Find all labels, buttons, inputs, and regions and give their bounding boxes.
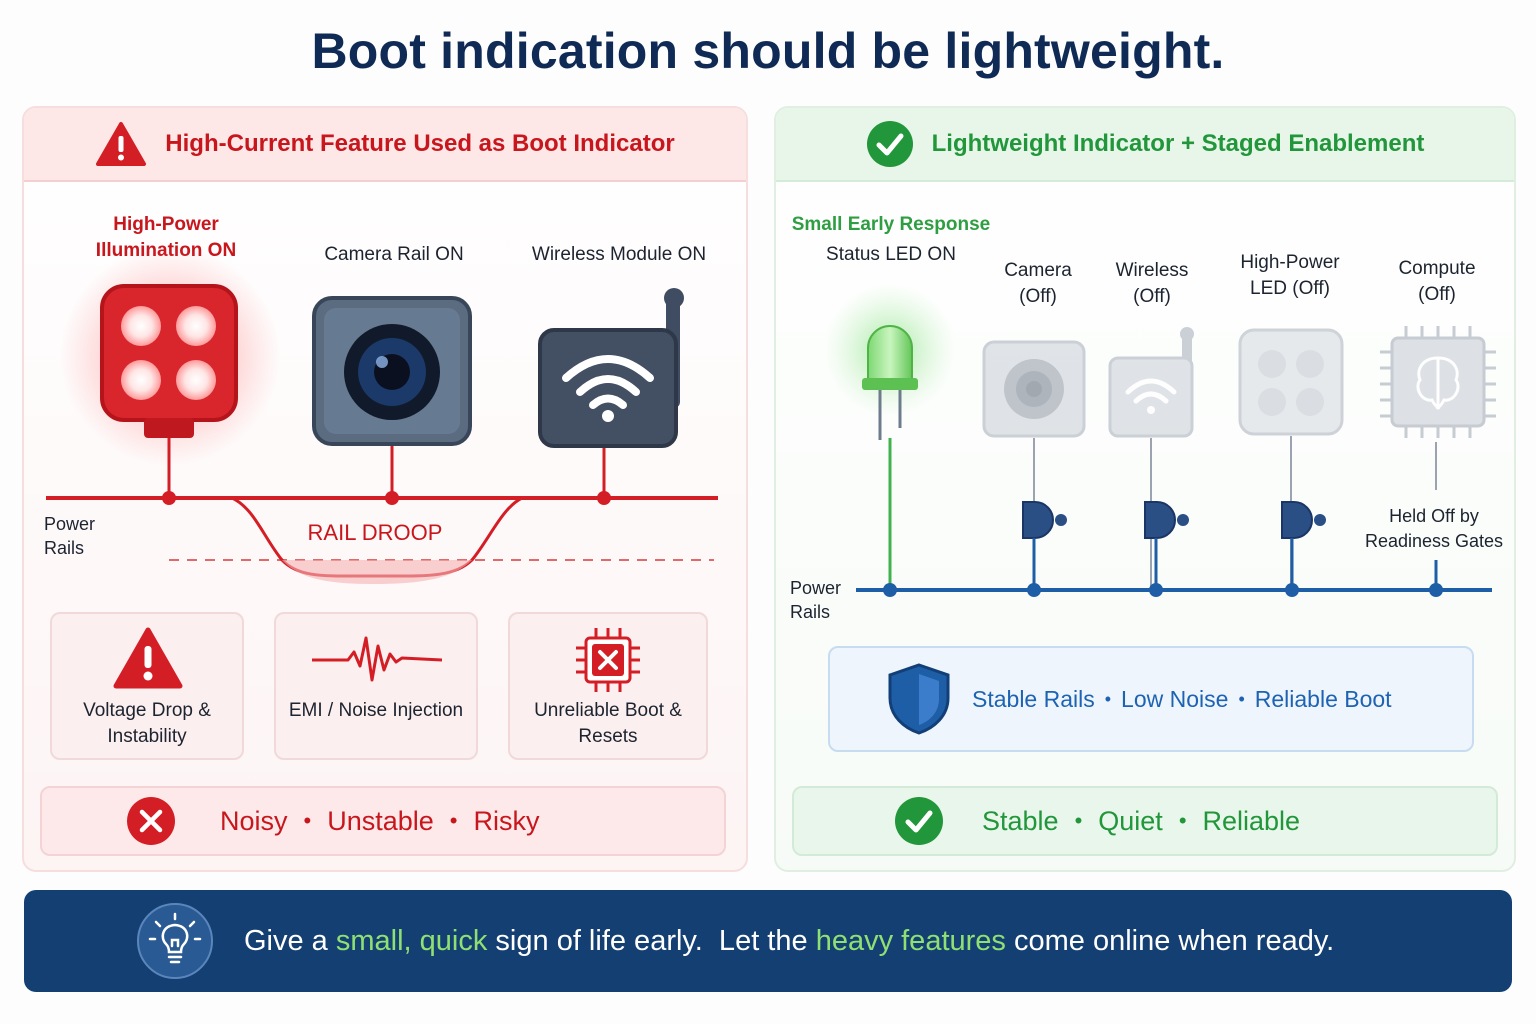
early-response-label: Small Early Response (791, 214, 991, 235)
shield-icon (888, 663, 950, 735)
status-led-label: Status LED ON (826, 244, 956, 265)
readiness-gate-icon (1022, 501, 1067, 590)
rail-node (1149, 583, 1163, 597)
card-label: Unreliable Boot & Resets (534, 700, 682, 747)
summary-item: Quiet (1098, 805, 1163, 836)
power-rails-label: Power Rails (790, 578, 842, 622)
right-circuit-diagram (824, 284, 1496, 597)
bullet-separator: • (1238, 688, 1245, 709)
card-label: Voltage Drop & Instability (83, 700, 211, 747)
info-item: Low Noise (1121, 685, 1229, 712)
emi-noise-card: EMI / Noise Injection (274, 612, 478, 760)
card-label: EMI / Noise Injection (288, 700, 464, 721)
summary-item: Stable (982, 805, 1059, 836)
bullet-separator: • (1178, 808, 1187, 833)
bullet-separator: • (303, 808, 312, 833)
wireless-module-label: Wireless Module ON (531, 244, 707, 265)
high-power-illumination-icon (100, 284, 238, 438)
unreliable-boot-card: Unreliable Boot & Resets (508, 612, 708, 760)
bullet-separator: • (1104, 688, 1112, 709)
takeaway-highlight: heavy features (815, 924, 1006, 957)
held-off-label: Held Off by Readiness Gates (1364, 506, 1504, 551)
camera-off-label: Camera (Off) (1004, 260, 1072, 307)
rail-node (1027, 583, 1041, 597)
takeaway-part: sign of life early. Let the (487, 924, 816, 957)
stability-info-box: Stable Rails • Low Noise • Reliable Boot (828, 646, 1474, 752)
rail-droop-label: RAIL DROOP (307, 520, 443, 545)
summary-item: Noisy (220, 805, 288, 836)
bad-practice-panel: High-Current Feature Used as Boot Indica… (22, 106, 748, 872)
lightbulb-icon (137, 903, 213, 979)
bullet-separator: • (1074, 808, 1083, 833)
rail-node (162, 491, 176, 505)
takeaway-part: come online when ready. (1005, 924, 1335, 957)
takeaway-text: Give a small, quick sign of life early. … (244, 925, 1334, 958)
info-item: Reliable Boot (1254, 685, 1392, 712)
power-rails-label: Power Rails (44, 514, 96, 558)
warning-icon (113, 627, 183, 689)
summary-item: Reliable (1202, 805, 1301, 836)
bad-summary-bar: Noisy • Unstable • Risky (40, 786, 726, 856)
bad-panel-title: High-Current Feature Used as Boot Indica… (165, 130, 675, 157)
high-power-led-off-label: High-Power LED (Off) (1240, 252, 1340, 299)
chip-error-icon (576, 628, 640, 692)
rail-node (597, 491, 611, 505)
summary-item: Risky (473, 805, 540, 836)
compute-chip-off-icon (1380, 326, 1496, 438)
camera-icon (312, 296, 472, 446)
info-item: Stable Rails (972, 685, 1095, 712)
x-circle-icon (127, 797, 175, 845)
check-circle-icon (895, 797, 943, 845)
good-practice-panel: Lightweight Indicator + Staged Enablemen… (774, 106, 1516, 872)
camera-off-icon (982, 340, 1086, 438)
warning-icon (96, 122, 147, 166)
rail-node (385, 491, 399, 505)
wireless-off-label: Wireless (Off) (1115, 260, 1189, 307)
high-power-led-off-icon (1238, 328, 1344, 436)
rail-node (883, 583, 897, 597)
rail-node (1285, 583, 1299, 597)
wireless-off-icon (1108, 327, 1194, 438)
wireless-module-icon (538, 288, 684, 448)
summary-item: Unstable (327, 805, 434, 836)
readiness-gate-icon (1281, 501, 1326, 590)
good-summary-bar: Stable • Quiet • Reliable (792, 786, 1498, 856)
status-led-icon (862, 325, 918, 440)
rail-node (1429, 583, 1443, 597)
compute-off-label: Compute (Off) (1398, 258, 1476, 305)
page-title: Boot indication should be lightweight. (311, 23, 1225, 79)
bad-panel-header: High-Current Feature Used as Boot Indica… (24, 108, 746, 182)
noise-waveform-icon (312, 636, 442, 682)
takeaway-part: Give a (244, 924, 336, 957)
good-panel-title: Lightweight Indicator + Staged Enablemen… (931, 130, 1425, 157)
takeaway-banner: Give a small, quick sign of life early. … (24, 890, 1512, 992)
check-circle-icon (866, 121, 913, 167)
voltage-drop-card: Voltage Drop & Instability (50, 612, 244, 760)
good-panel-header: Lightweight Indicator + Staged Enablemen… (776, 108, 1514, 182)
droop-area (282, 560, 472, 584)
bullet-separator: • (449, 808, 458, 833)
camera-rail-label: Camera Rail ON (324, 244, 464, 265)
takeaway-highlight: small, quick (335, 924, 488, 957)
readiness-gate-icon (1144, 501, 1189, 590)
left-circuit-diagram (46, 246, 718, 584)
